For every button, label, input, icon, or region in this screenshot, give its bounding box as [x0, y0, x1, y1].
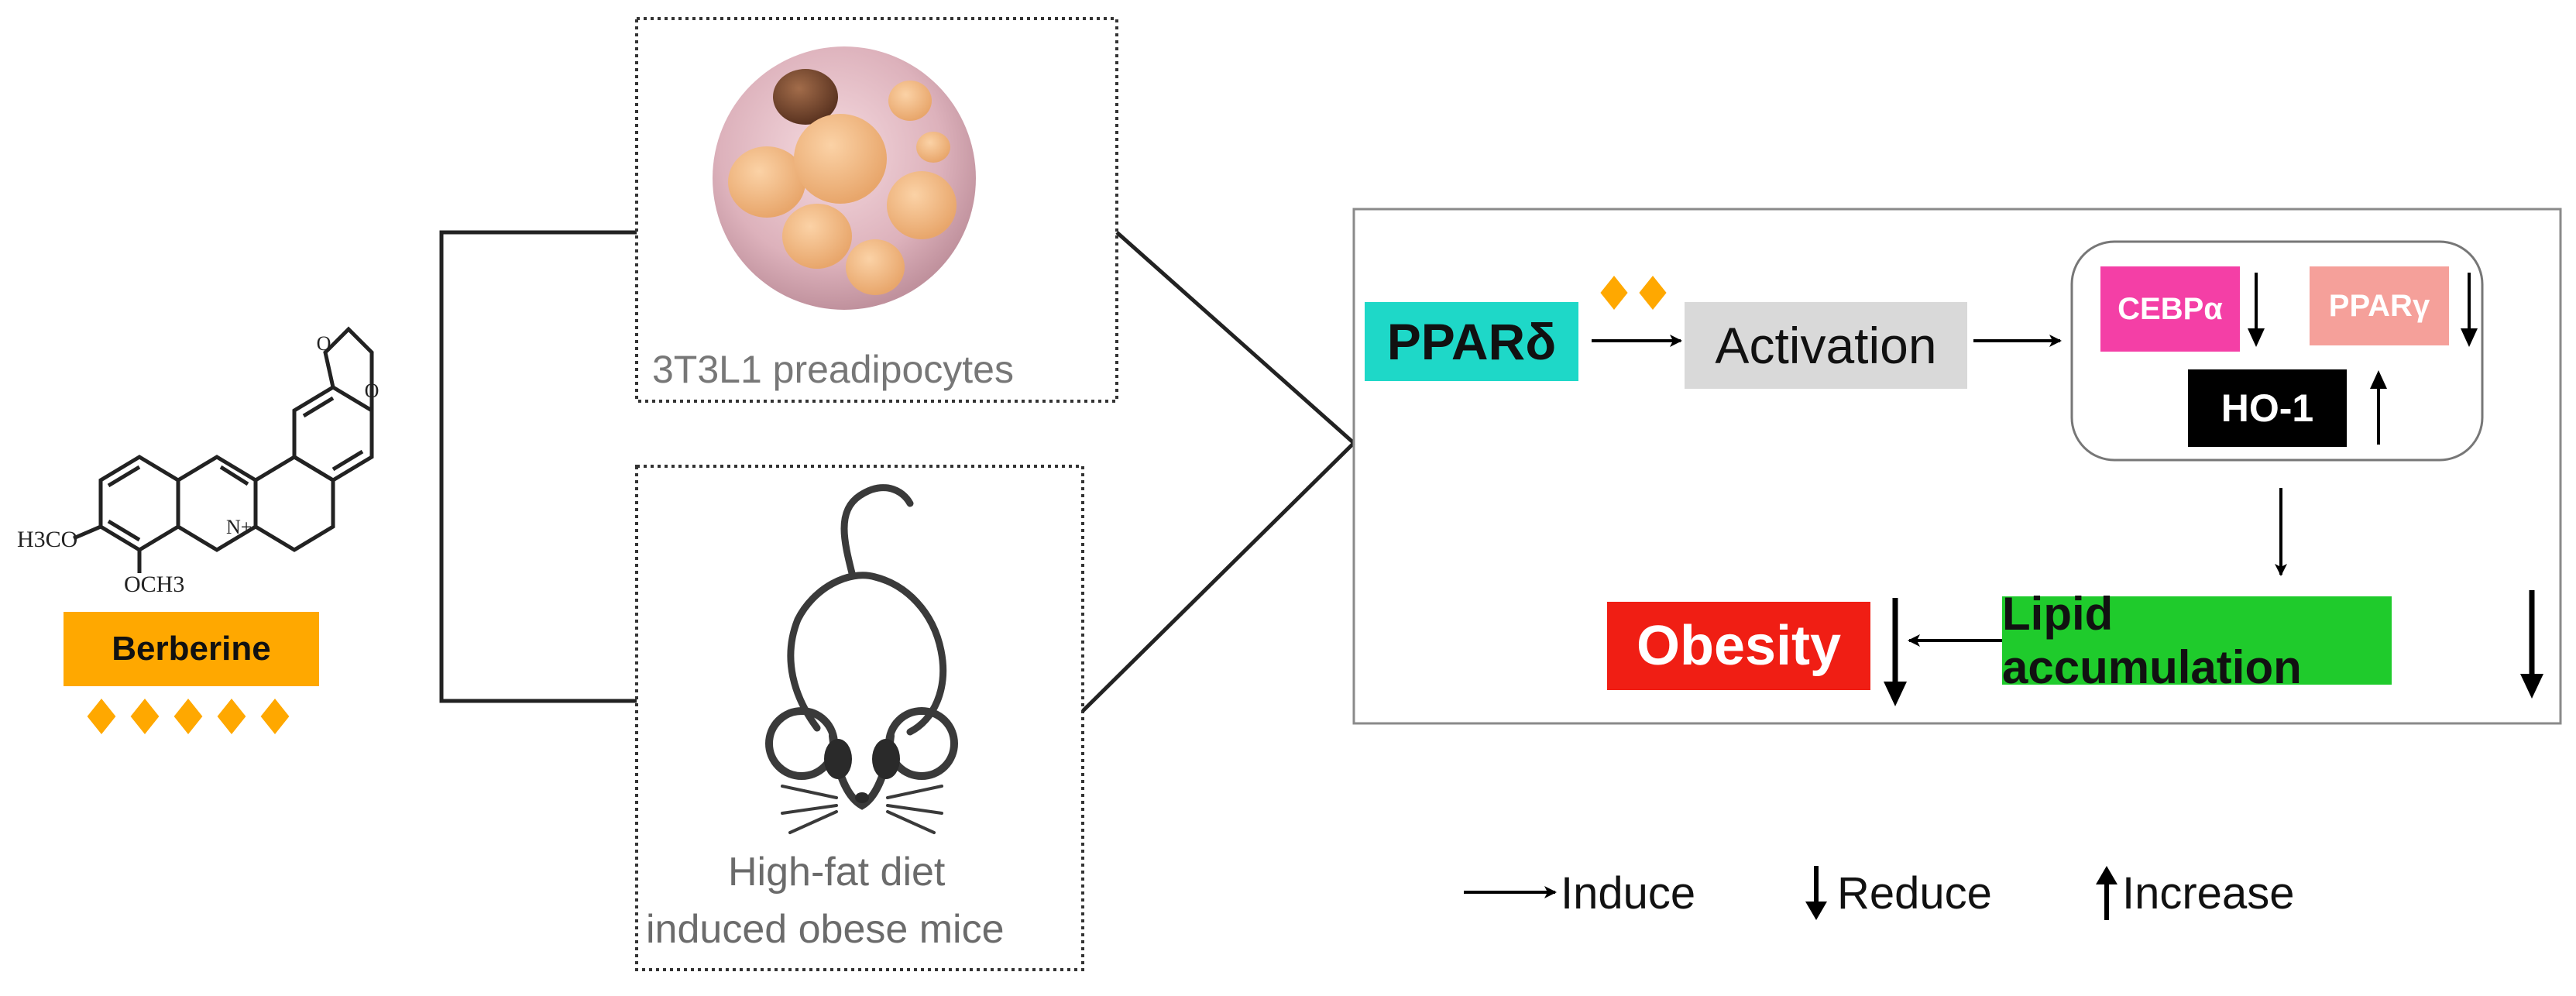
cebpa-down-arrow	[2248, 273, 2265, 347]
ppar-gamma-box: PPARγ	[2310, 266, 2449, 345]
berberine-label: Berberine	[64, 612, 319, 686]
cell-model-box	[635, 17, 1118, 403]
berberine-diamond-icon	[130, 699, 160, 734]
lipid-down-arrow	[2520, 590, 2543, 699]
substituent-bottom-label: OCH3	[124, 572, 185, 597]
ppar-gamma-label: PPARγ	[2328, 288, 2430, 323]
legend-reduce-label: Reduce	[1837, 868, 1992, 919]
activation-diamond-icon	[1600, 276, 1628, 310]
svg-text:O: O	[365, 380, 380, 402]
legend-induce-label: Induce	[1561, 868, 1696, 919]
adipocyte-cell-icon	[713, 46, 976, 310]
berberine-diamond-icon	[217, 699, 246, 734]
berberine-heteroatoms: O O	[317, 332, 380, 402]
ppar-gamma-down-arrow	[2461, 273, 2478, 347]
mechanism-panel	[1352, 208, 2562, 725]
ho1-label: HO-1	[2221, 386, 2314, 430]
legend-increase-arrow	[2096, 866, 2117, 920]
berberine-diamond-row	[84, 699, 293, 737]
berberine-name: Berberine	[112, 630, 271, 668]
substituent-left-label: H3CO	[17, 527, 78, 552]
cebpa-box: CEBPα	[2100, 266, 2240, 352]
berberine-structure	[73, 326, 374, 573]
ppar-delta-box: PPARδ	[1365, 302, 1578, 381]
svg-text:O: O	[317, 332, 331, 355]
mouse-icon	[765, 484, 958, 834]
ppar-delta-label: PPARδ	[1386, 313, 1557, 370]
activation-label: Activation	[1715, 317, 1937, 374]
mouse-eyes	[824, 739, 900, 803]
mouse-model-label-line1: High-fat diet	[728, 850, 946, 895]
berberine-diamond-icon	[260, 699, 290, 734]
converge-lines	[1081, 231, 1355, 713]
obesity-label: Obesity	[1636, 615, 1842, 677]
cebpa-label: CEBPα	[2117, 291, 2223, 326]
lipid-accumulation-label: Lipid accumulation	[2002, 588, 2302, 693]
legend-increase-label: Increase	[2122, 868, 2295, 919]
gene-group-box	[2070, 240, 2484, 462]
activation-box: Activation	[1685, 302, 1967, 389]
cell-model-label: 3T3L1 preadipocytes	[652, 348, 1014, 391]
obesity-down-arrow	[1884, 598, 1907, 706]
berberine-diamond-icon	[87, 699, 116, 734]
mouse-model-box	[635, 465, 1084, 971]
model-bracket	[439, 230, 637, 703]
obesity-box: Obesity	[1607, 602, 1870, 690]
ho1-box: HO-1	[2188, 369, 2347, 447]
activation-diamond-row	[1597, 276, 1670, 314]
lipid-accumulation-box: Lipid accumulation	[2002, 588, 2392, 693]
legend-reduce-arrow	[1805, 866, 1827, 920]
berberine-diamond-icon	[173, 699, 203, 734]
ho1-up-arrow	[2370, 370, 2387, 445]
activation-diamond-icon	[1639, 276, 1667, 310]
mouse-model-label-line2: induced obese mice	[646, 907, 1005, 952]
flow-arrows	[1592, 335, 2287, 647]
nitrogen-charge-label: N+	[226, 516, 252, 538]
